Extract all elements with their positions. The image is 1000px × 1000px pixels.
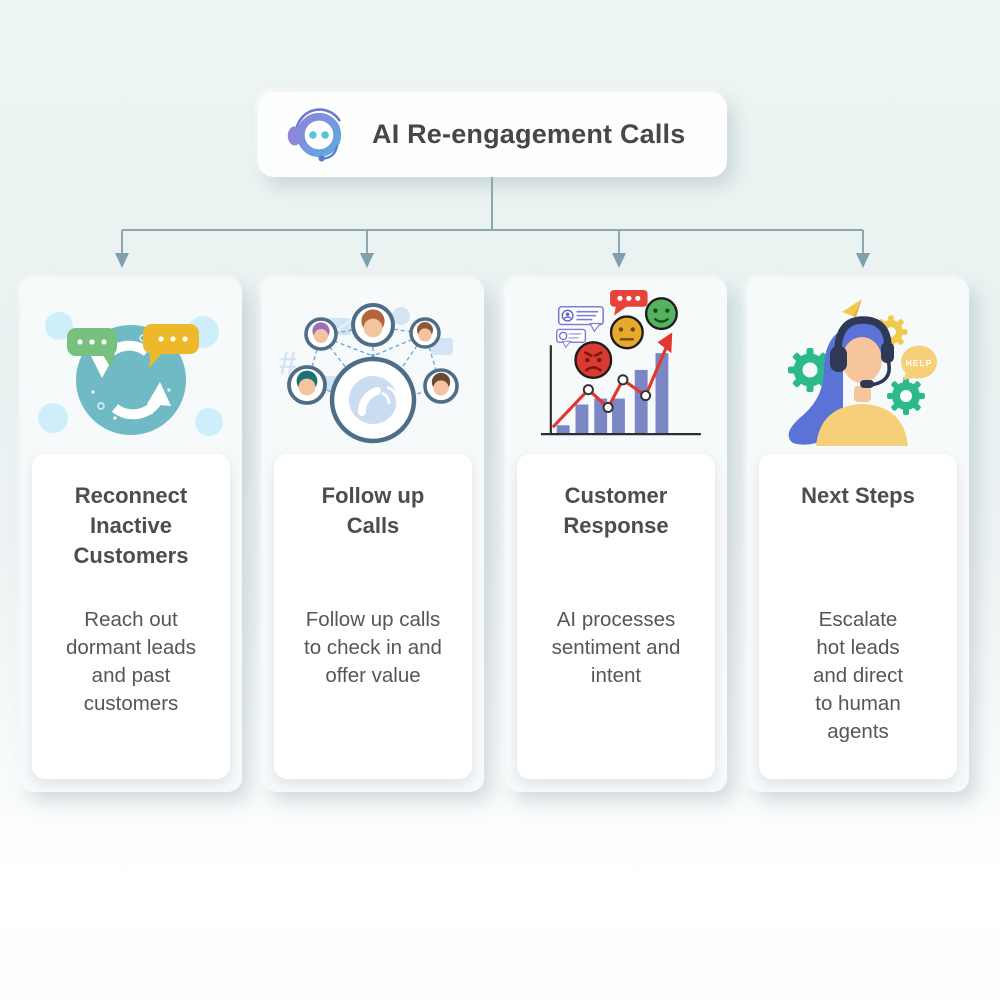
header-box: AI Re-engagement Calls — [258, 92, 727, 177]
sentiment-emoji-icons — [574, 297, 678, 380]
card-body: Follow up calls to check in and offer va… — [304, 608, 442, 687]
card-body: Escalate hot leads and direct to human a… — [812, 608, 904, 743]
card-reconnect-inactive-customers: Reconnect Inactive Customers Reach out d… — [20, 278, 242, 792]
yellow-chat-bubble-icon — [143, 324, 199, 368]
trend-arrowhead — [657, 332, 673, 354]
avatar-icons — [287, 303, 459, 405]
card-text-panel: Customer Response AI processes sentiment… — [517, 454, 715, 779]
support-agent-icon: HELP — [788, 299, 937, 446]
card-title: Customer Response — [563, 483, 669, 538]
phone-hub-icon — [329, 356, 417, 444]
card-customer-response: Customer Response AI processes sentiment… — [505, 278, 727, 792]
card-text-panel: Next Steps Escalate hot leads and direct… — [759, 454, 957, 779]
connector-arrows — [115, 177, 870, 268]
card-body: AI processes sentiment and intent — [551, 608, 681, 687]
help-bubble: HELP — [901, 345, 937, 380]
paper-plane-icon — [842, 299, 862, 317]
sentiment-chart-icon — [540, 289, 701, 436]
card-next-steps: HELP Next Steps Escalate hot leads and d… — [747, 278, 969, 792]
card-text-panel: Follow up Calls Follow up calls to check… — [274, 454, 472, 779]
bar-chart — [556, 353, 669, 435]
card-title: Next Steps — [801, 483, 915, 508]
agent-body — [816, 404, 908, 446]
chat-message-bubbles — [556, 289, 648, 349]
agent-face — [842, 337, 882, 383]
arrowhead-icons — [115, 253, 870, 268]
card-follow-up-calls: # — [262, 278, 484, 792]
phone-network-icon: # — [279, 303, 459, 444]
card-text-panel: Reconnect Inactive Customers Reach out d… — [32, 454, 230, 779]
refresh-cycle-chat-icon — [38, 312, 223, 436]
card-title: Reconnect Inactive Customers — [73, 483, 189, 568]
card-body: Reach out dormant leads and past custome… — [66, 608, 196, 715]
help-label: HELP — [906, 358, 933, 368]
green-chat-bubble-icon — [67, 328, 117, 368]
ai-bot-headset-icon — [287, 107, 342, 162]
card-title: Follow up Calls — [321, 483, 425, 538]
headset-icon — [830, 316, 894, 388]
page-title: AI Re-engagement Calls — [372, 119, 686, 149]
